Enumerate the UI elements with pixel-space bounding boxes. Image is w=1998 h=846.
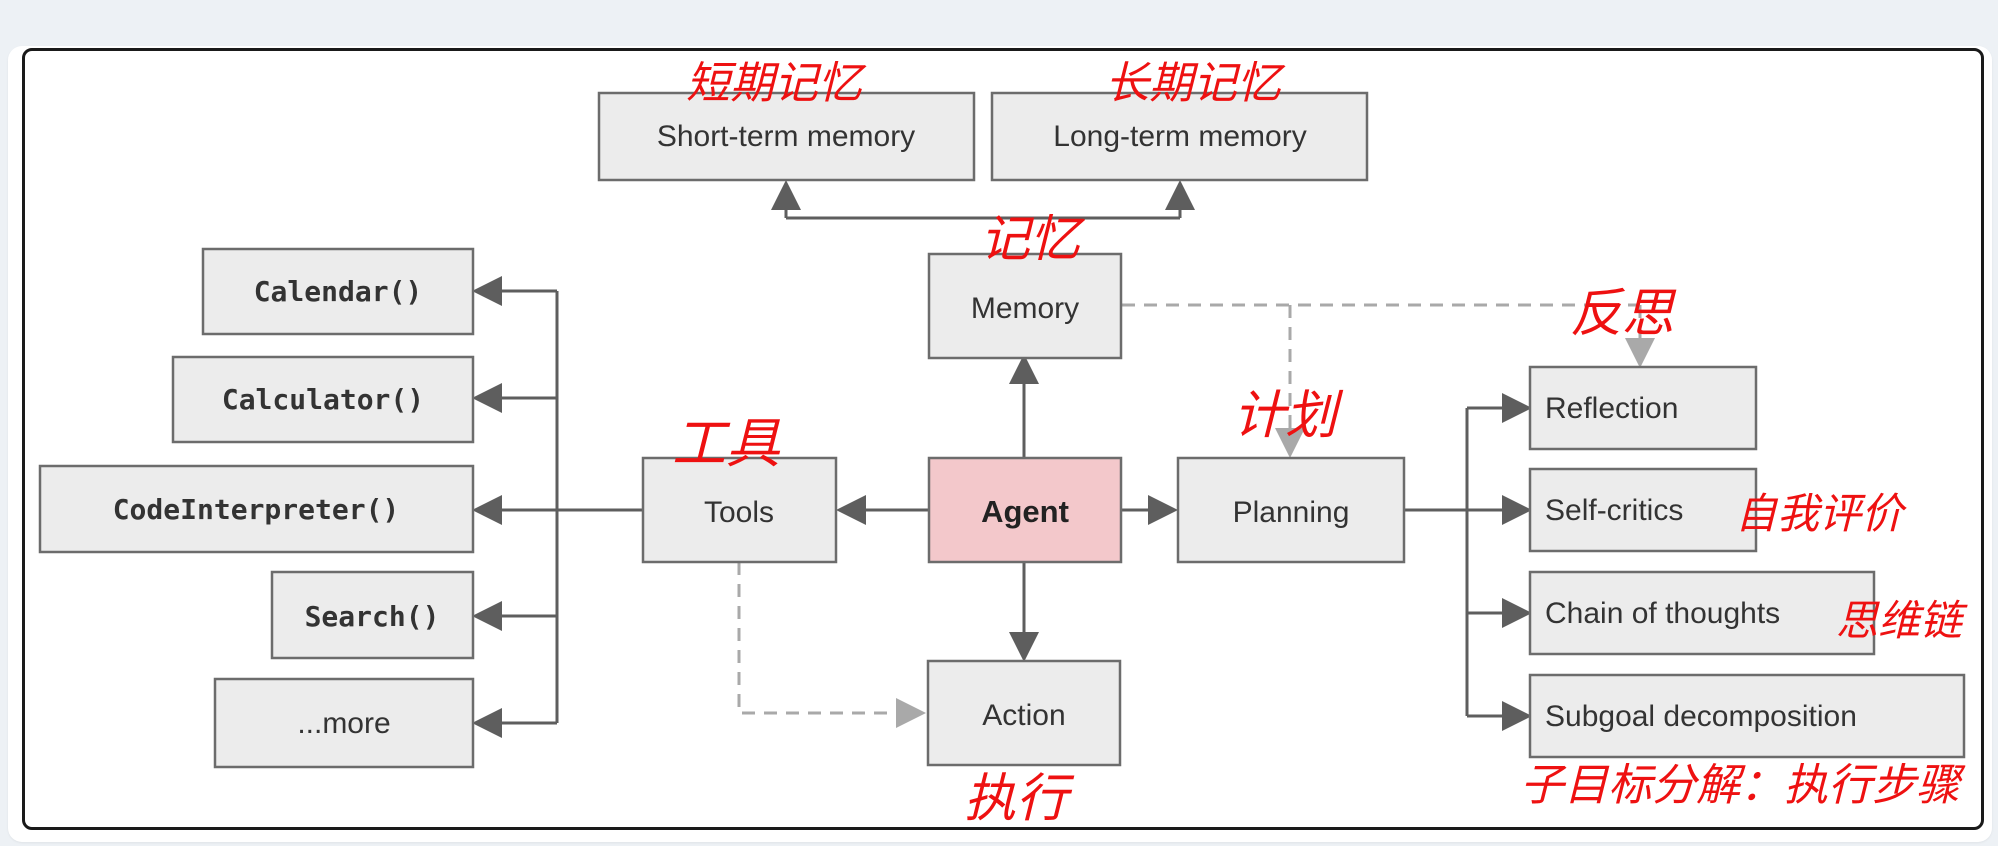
annotation-chain-of-thoughts: 思维链 [1836,596,1968,645]
node-subgoal-decomposition-label: Subgoal decomposition [1545,700,1857,733]
node-action: Action [926,659,1122,767]
node-chain-of-thoughts: Chain of thoughts [1528,570,1876,656]
annotation-tools: 工具 [672,412,781,475]
node-tools-label: Tools [704,496,774,529]
edge-tools-bus [555,291,642,723]
annotation-short-term-memory: 短期记忆 [686,58,867,109]
node-calculator: Calculator() [171,355,475,444]
node-code-interpreter-label: CodeInterpreter() [113,493,400,526]
annotation-long-term-memory: 长期记忆 [1105,58,1286,109]
node-action-label: Action [982,699,1065,732]
annotation-reflection: 反思 [1570,284,1677,344]
node-planning-label: Planning [1233,496,1350,529]
edge-planning-bus [1405,408,1469,716]
node-calendar-label: Calendar() [254,275,423,308]
node-calculator-label: Calculator() [222,383,424,416]
node-long-term-memory: Long-term memory [990,91,1369,182]
node-chain-of-thoughts-label: Chain of thoughts [1545,597,1780,630]
node-reflection: Reflection [1528,365,1758,451]
node-self-critics: Self-critics [1528,467,1758,553]
node-planning: Planning [1176,456,1406,564]
node-reflection-label: Reflection [1545,392,1678,425]
node-search-label: Search() [305,600,440,633]
annotation-subgoal-decomposition: 子目标分解：执行步骤 [1520,760,1966,811]
node-more-label: ...more [297,707,390,740]
annotation-memory: 记忆 [980,210,1086,268]
connectors [472,180,1655,738]
edge-tools-action-dashed [737,562,926,728]
node-memory-label: Memory [971,292,1079,325]
node-memory: Memory [927,252,1123,360]
annotation-planning: 计划 [1233,386,1344,446]
node-long-term-memory-label: Long-term memory [1053,120,1306,153]
annotations: 短期记忆 长期记忆 记忆 工具 计划 反思 自我评价 思维链 子目标分解：执行步… [672,58,1968,829]
node-search: Search() [270,570,475,660]
node-subgoal-decomposition: Subgoal decomposition [1528,673,1966,759]
annotation-self-critics: 自我评价 [1735,489,1907,538]
node-agent: Agent [927,456,1123,564]
node-calendar: Calendar() [201,247,475,336]
node-self-critics-label: Self-critics [1545,494,1683,527]
node-code-interpreter: CodeInterpreter() [38,464,475,554]
annotation-action: 执行 [964,769,1075,829]
node-short-term-memory-label: Short-term memory [657,120,915,153]
node-agent-label: Agent [981,494,1069,529]
node-tools: Tools [641,456,838,564]
node-more: ...more [213,677,475,769]
node-short-term-memory: Short-term memory [597,91,976,182]
